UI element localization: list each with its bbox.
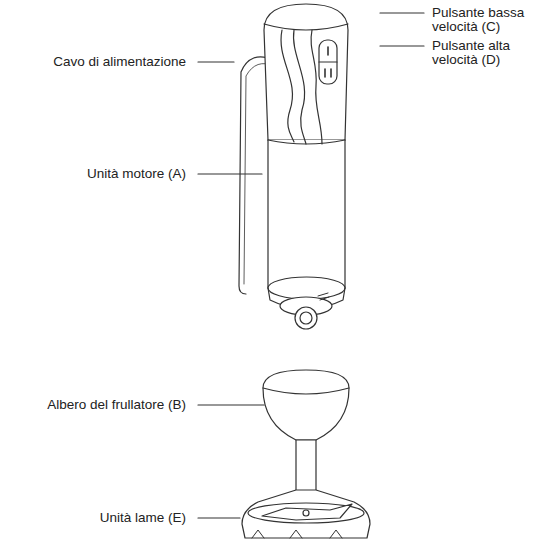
blender-shaft xyxy=(242,370,370,538)
part-label: Cavo di alimentazione xyxy=(1,55,186,69)
part-label: Albero del frullatore (B) xyxy=(1,398,186,412)
part-label: Unità lame (E) xyxy=(1,511,186,525)
motor-unit xyxy=(264,4,348,329)
part-label: Pulsante alta velocità (D) xyxy=(432,39,534,67)
part-label: Pulsante bassa velocità (C) xyxy=(432,6,534,34)
part-label: Unità motore (A) xyxy=(1,167,186,181)
